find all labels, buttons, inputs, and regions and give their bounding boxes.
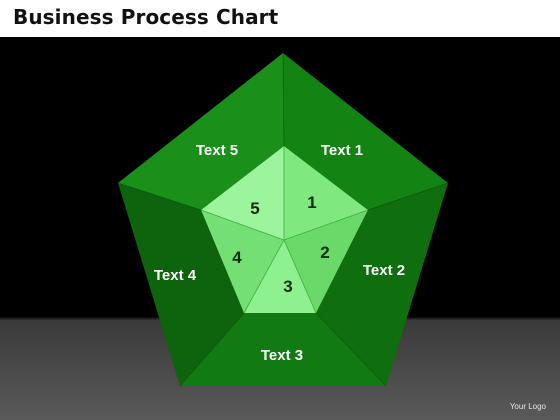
- segment-inner-3: [244, 240, 316, 313]
- segment-outer-3: [180, 313, 386, 386]
- segment-outer-4: [118, 183, 244, 386]
- page-title: Business Process Chart: [13, 5, 279, 29]
- segment-number-1: 1: [307, 193, 316, 212]
- segment-inner-1: [284, 146, 368, 240]
- logo-text: Your Logo: [509, 402, 546, 411]
- segment-label-3: Text 3: [261, 347, 303, 364]
- segment-inner-5: [201, 146, 284, 240]
- segment-number-5: 5: [250, 199, 259, 218]
- segment-label-2: Text 2: [363, 262, 405, 279]
- segment-inner-4: [201, 210, 284, 313]
- segment-number-2: 2: [320, 243, 329, 262]
- segment-outer-1: [283, 53, 448, 210]
- segment-label-5: Text 5: [196, 142, 238, 159]
- segment-number-4: 4: [232, 248, 242, 267]
- segment-label-4: Text 4: [154, 267, 197, 284]
- facet-lines: [117, 52, 449, 387]
- inner-spokes: [200, 146, 369, 314]
- title-bar: Business Process Chart: [0, 0, 560, 37]
- segment-number-3: 3: [283, 277, 292, 296]
- segment-outer-5: [118, 53, 284, 210]
- segment-outer-2: [316, 183, 448, 386]
- segment-label-1: Text 1: [321, 142, 363, 159]
